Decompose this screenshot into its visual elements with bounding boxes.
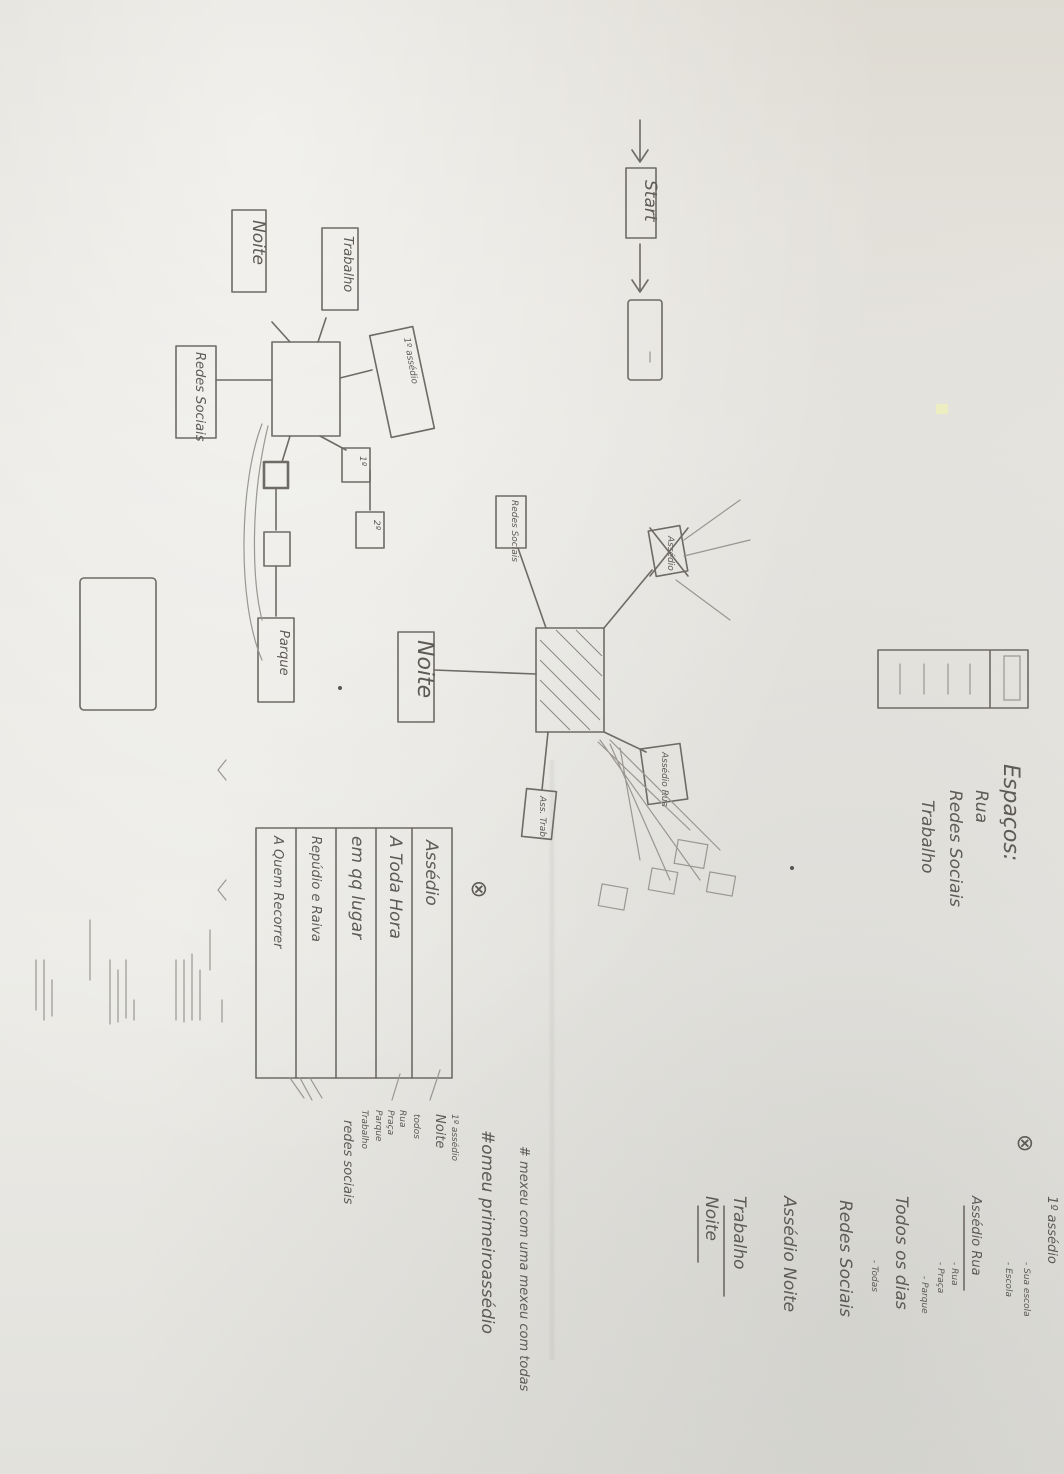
hub-top-trabalho-label: Trabalho (340, 236, 355, 292)
tall-list-widget (878, 650, 1028, 708)
checklist: ⊗ 1º assédio - Sua escola - Escola Asséd… (698, 1134, 1059, 1317)
menu-row-1: A Toda Hora (385, 835, 405, 939)
hub-top-redes-label: Redes Sociais (192, 352, 207, 442)
espacos-item-3: Trabalho (917, 800, 937, 874)
faint-mock-lines (36, 760, 226, 1024)
marker-symbol-checklist: ⊗ (1012, 1134, 1037, 1152)
checklist-second-sub-3: - Parque (919, 1276, 929, 1314)
hub-top-small-1-label: 1º (357, 456, 367, 467)
menu-note-8: redes sociais (340, 1120, 355, 1205)
hub-top-parque-label: Parque (276, 630, 291, 676)
menu-row-3: Repúdio e Raiva (308, 836, 323, 942)
espacos-item-2: Redes Sociais (945, 790, 965, 907)
hub-middle-noite-label: Noite (412, 640, 437, 698)
menu-note-4: Rua (397, 1110, 407, 1127)
checklist-first-sub-1: - Sua escola (1021, 1262, 1031, 1317)
checklist-fifth: Assédio Noite (779, 1195, 799, 1312)
start-label: Start (640, 180, 660, 223)
hub-top-small-3 (264, 532, 290, 566)
menu-note-1: 1º assédio (449, 1114, 460, 1161)
checklist-fourth: Redes Sociais (835, 1200, 855, 1317)
empty-card (80, 578, 156, 710)
menu-box: Assédio A Toda Hora em qq lugar Repúdio … (256, 828, 491, 1205)
espacos-item-1: Rua (971, 790, 991, 823)
hub-middle-trab-label: Ass. Trab. (537, 795, 547, 840)
checklist-first: 1º assédio (1044, 1196, 1059, 1264)
espacos-notes: Espaços: Rua Redes Sociais Trabalho (917, 764, 1023, 907)
menu-note-7: Trabalho (359, 1110, 369, 1149)
hub-top-selected-box (264, 462, 288, 488)
hashtags: # mexeu com uma mexeu com todas #omeu pr… (477, 1130, 531, 1392)
hub-middle-redes-label: Redes Sociais (509, 500, 519, 562)
checklist-second: Assédio Rua (968, 1195, 983, 1276)
menu-note-5: Praça (385, 1110, 395, 1135)
start-flow: Start (626, 120, 662, 380)
dot-mark (790, 866, 794, 870)
checklist-second-sub-2: - Praça (935, 1262, 945, 1293)
hashtag-line-2: #omeu primeiroassédio (477, 1130, 497, 1334)
hub-top: Noite Trabalho Redes Sociais 1º assédio … (176, 210, 434, 702)
checklist-first-sub-2: - Escola (1003, 1262, 1013, 1297)
hub-top-small-2 (356, 512, 384, 548)
menu-note-2: Noite (432, 1114, 447, 1148)
menu-note-3: todos (411, 1114, 421, 1139)
dot-mark (338, 686, 342, 690)
menu-note-6: Parque (373, 1110, 383, 1142)
menu-title: Assédio (421, 839, 441, 906)
menu-row-2: em qq lugar (347, 836, 367, 940)
next-screen-box (628, 300, 662, 380)
menu-row-4: A Quem Recorrer (270, 835, 285, 950)
checklist-third: Todos os dias (891, 1196, 911, 1310)
checklist-third-sub: - Todas (869, 1260, 879, 1292)
marker-symbol-menu: ⊗ (466, 880, 491, 898)
hub-top-center (272, 342, 340, 436)
checklist-sixth: Trabalho (729, 1196, 749, 1270)
hub-middle: Noite Redes Sociais Assédio Assédio Rua … (398, 496, 750, 910)
checklist-second-sub-1: - Rua (949, 1262, 959, 1286)
checklist-seventh: Noite (701, 1196, 721, 1241)
hub-top-assedio-label: 1º assédio (401, 337, 420, 386)
hashtag-line-1: # mexeu com uma mexeu com todas (516, 1146, 531, 1392)
espacos-header: Espaços: (998, 764, 1023, 861)
hub-top-noite-label: Noite (248, 220, 268, 265)
light-glare (936, 404, 948, 414)
hub-top-small-2-label: 2º (371, 520, 381, 531)
